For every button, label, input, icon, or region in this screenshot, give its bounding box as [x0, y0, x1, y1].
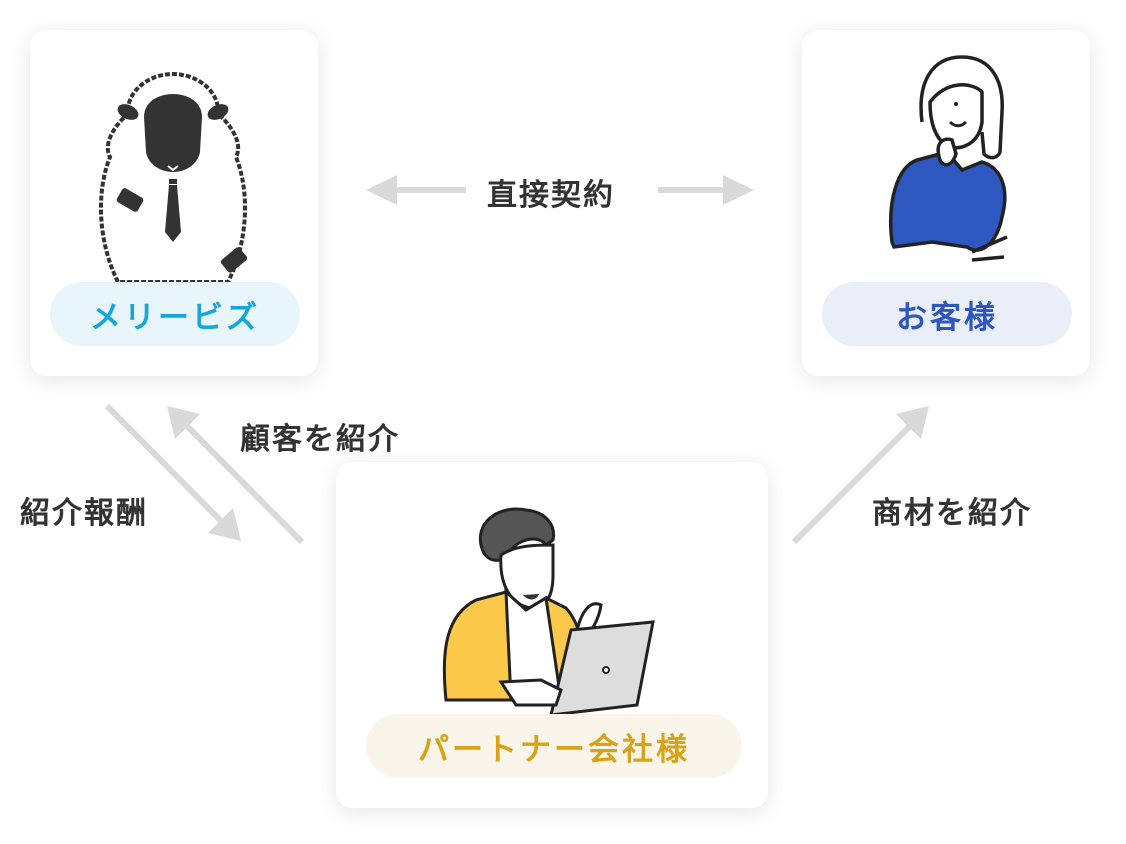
introduce-customer-label: 顧客を紹介 [240, 422, 400, 457]
businessman-laptop-icon [442, 507, 655, 717]
customer-card: お客様 [802, 30, 1090, 376]
partner-card: パートナー会社様 [336, 462, 768, 808]
partner-label: パートナー会社様 [366, 714, 742, 778]
businesswoman-icon [889, 55, 1008, 262]
sheep-mascot-icon [98, 71, 248, 282]
customer-label: お客様 [822, 282, 1072, 346]
referral-fee-label: 紹介報酬 [20, 496, 148, 531]
direct-contract-label: 直接契約 [487, 178, 615, 213]
merrybiz-card: メリービズ [30, 30, 318, 376]
merrybiz-label: メリービズ [50, 282, 300, 346]
arrow-right-icon [658, 175, 754, 205]
arrow-left-icon [366, 175, 466, 205]
introduce-product-label: 商材を紹介 [872, 496, 1032, 531]
